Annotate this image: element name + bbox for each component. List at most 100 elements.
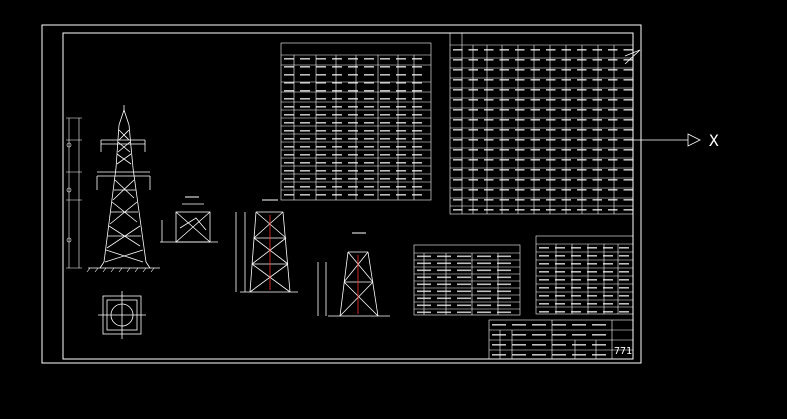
cad-text-stub [484, 139, 494, 141]
cad-text-stub [412, 74, 422, 76]
cad-text-stub [284, 82, 294, 84]
cad-text-stub [417, 304, 431, 307]
cad-text-stub [437, 311, 451, 314]
cad-text-stub [571, 263, 581, 265]
cad-text-stub [623, 69, 633, 71]
cad-text-stub [468, 169, 478, 171]
cad-text-stub [348, 58, 358, 60]
cad-text-stub [577, 149, 587, 151]
cad-text-stub [457, 283, 471, 286]
cad-text-stub [300, 90, 310, 92]
cad-text-stub [561, 69, 571, 71]
cad-text-stub [571, 311, 581, 313]
cad-text-stub [332, 194, 342, 196]
cad-text-stub [572, 334, 586, 336]
cad-text-stub [572, 324, 586, 326]
cad-text-stub [364, 74, 374, 76]
bolt-table [413, 244, 521, 316]
cad-text-stub [577, 69, 587, 71]
cad-text-stub [530, 179, 540, 181]
cad-text-stub [532, 344, 546, 346]
cad-text-stub [332, 146, 342, 148]
cad-text-stub [453, 49, 463, 51]
cad-text-stub [316, 114, 326, 116]
cad-text-stub [571, 255, 581, 257]
cad-text-stub [592, 129, 602, 131]
cad-text-stub [623, 59, 633, 61]
dim-label-a [66, 142, 72, 148]
cad-text-stub [623, 129, 633, 131]
cad-text-stub [577, 159, 587, 161]
cad-text-stub [380, 178, 390, 180]
cad-text-stub [380, 114, 390, 116]
cad-text-stub [457, 255, 471, 258]
illegible-cad-text [284, 49, 633, 356]
cad-text-stub [364, 146, 374, 148]
cad-text-stub [623, 119, 633, 121]
cad-text-stub [539, 271, 549, 273]
cad-text-stub [484, 119, 494, 121]
cad-text-stub [577, 89, 587, 91]
cad-text-stub [512, 354, 526, 356]
cad-text-stub [284, 170, 294, 172]
cad-text-stub [592, 99, 602, 101]
cad-text-stub [412, 130, 422, 132]
cad-text-stub [300, 74, 310, 76]
cad-text-stub [468, 109, 478, 111]
cad-text-stub [453, 109, 463, 111]
cad-text-stub [592, 324, 606, 326]
cad-text-stub [499, 119, 509, 121]
cad-text-stub [555, 263, 565, 265]
cad-text-stub [623, 49, 633, 51]
cad-text-stub [364, 122, 374, 124]
cad-text-stub [477, 276, 491, 279]
cad-text-stub [592, 354, 606, 356]
cad-text-stub [530, 149, 540, 151]
cad-text-stub [477, 283, 491, 286]
cad-text-stub [457, 269, 471, 272]
cad-text-stub [515, 199, 525, 201]
cad-text-stub [316, 186, 326, 188]
cad-text-stub [530, 89, 540, 91]
cad-text-stub [515, 179, 525, 181]
cad-text-stub [364, 130, 374, 132]
cad-text-stub [468, 69, 478, 71]
cad-text-stub [380, 74, 390, 76]
cad-text-stub [332, 90, 342, 92]
cad-text-stub [546, 189, 556, 191]
cad-text-stub [592, 139, 602, 141]
cad-text-stub [300, 130, 310, 132]
cad-text-stub [468, 99, 478, 101]
cad-text-stub [468, 49, 478, 51]
cad-text-stub [453, 209, 463, 211]
cad-text-stub [300, 178, 310, 180]
cad-text-stub [561, 179, 571, 181]
sheet-number: 771 [614, 346, 632, 357]
cad-text-stub [546, 129, 556, 131]
cad-text-stub [497, 262, 511, 265]
cad-text-stub [412, 90, 422, 92]
cad-text-stub [348, 162, 358, 164]
cad-text-stub [412, 146, 422, 148]
cad-text-stub [316, 178, 326, 180]
cad-text-stub [396, 154, 406, 156]
cad-text-stub [484, 79, 494, 81]
cad-text-stub [608, 99, 618, 101]
cad-text-stub [608, 159, 618, 161]
cad-text-stub [552, 334, 566, 336]
cad-text-stub [577, 129, 587, 131]
cad-text-stub [619, 255, 629, 257]
cad-text-stub [561, 49, 571, 51]
cad-text-stub [453, 169, 463, 171]
cad-text-stub [587, 271, 597, 273]
cad-text-stub [515, 149, 525, 151]
cad-text-stub [497, 311, 511, 314]
cad-text-stub [396, 82, 406, 84]
cad-text-stub [380, 66, 390, 68]
cad-text-stub [316, 66, 326, 68]
cad-text-stub [577, 189, 587, 191]
cad-text-stub [332, 178, 342, 180]
cad-text-stub [316, 130, 326, 132]
cad-text-stub [484, 199, 494, 201]
cad-text-stub [453, 139, 463, 141]
